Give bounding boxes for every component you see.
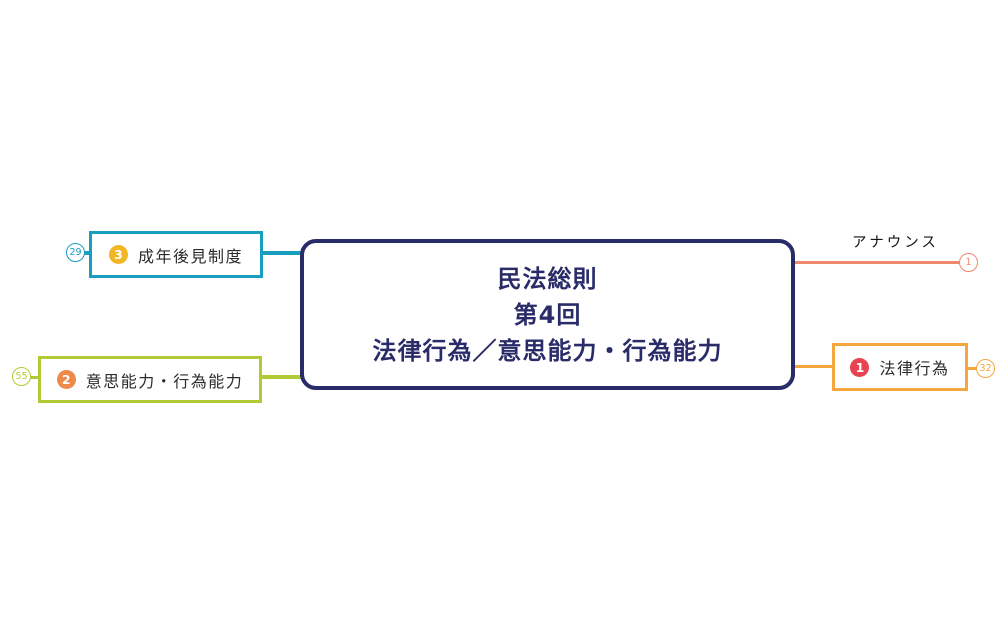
connector-announce xyxy=(793,260,960,264)
collapsed-count-capacity[interactable]: 55 xyxy=(12,367,31,386)
topic-node-guardianship[interactable]: 3 成年後見制度 xyxy=(89,231,263,278)
collapsed-count-announce[interactable]: 1 xyxy=(959,252,978,272)
topic-node-legal-act[interactable]: 1 法律行為 xyxy=(832,343,968,391)
connector-capacity-count-stub xyxy=(29,375,40,379)
collapsed-count-guardianship[interactable]: 29 xyxy=(66,243,85,262)
number-badge-3: 3 xyxy=(108,245,128,264)
topic-label-announce[interactable]: アナウンス xyxy=(852,235,939,251)
connector-guardianship xyxy=(261,251,302,255)
number-badge-1: 1 xyxy=(850,357,870,377)
collapsed-count-legal-act[interactable]: 32 xyxy=(976,359,995,378)
connector-legal-act xyxy=(793,364,834,368)
topic-label-legal-act: 法律行為 xyxy=(879,359,950,378)
number-badge-2: 2 xyxy=(56,370,76,389)
connector-guardianship-count-stub xyxy=(84,251,91,255)
connector-legal-act-count-stub xyxy=(966,366,978,370)
central-topic-node[interactable]: 民法総則 第4回 法律行為／意思能力・行為能力 xyxy=(300,239,795,390)
topic-label-guardianship: 成年後見制度 xyxy=(137,246,243,266)
central-topic-line1: 民法総則 xyxy=(497,264,598,293)
central-topic-line2: 第4回 xyxy=(513,300,582,329)
topic-node-capacity[interactable]: 2 意思能力・行為能力 xyxy=(38,356,262,403)
topic-label-capacity: 意思能力・行為能力 xyxy=(85,371,244,391)
central-topic-line3: 法律行為／意思能力・行為能力 xyxy=(372,336,723,365)
connector-capacity xyxy=(260,375,302,379)
